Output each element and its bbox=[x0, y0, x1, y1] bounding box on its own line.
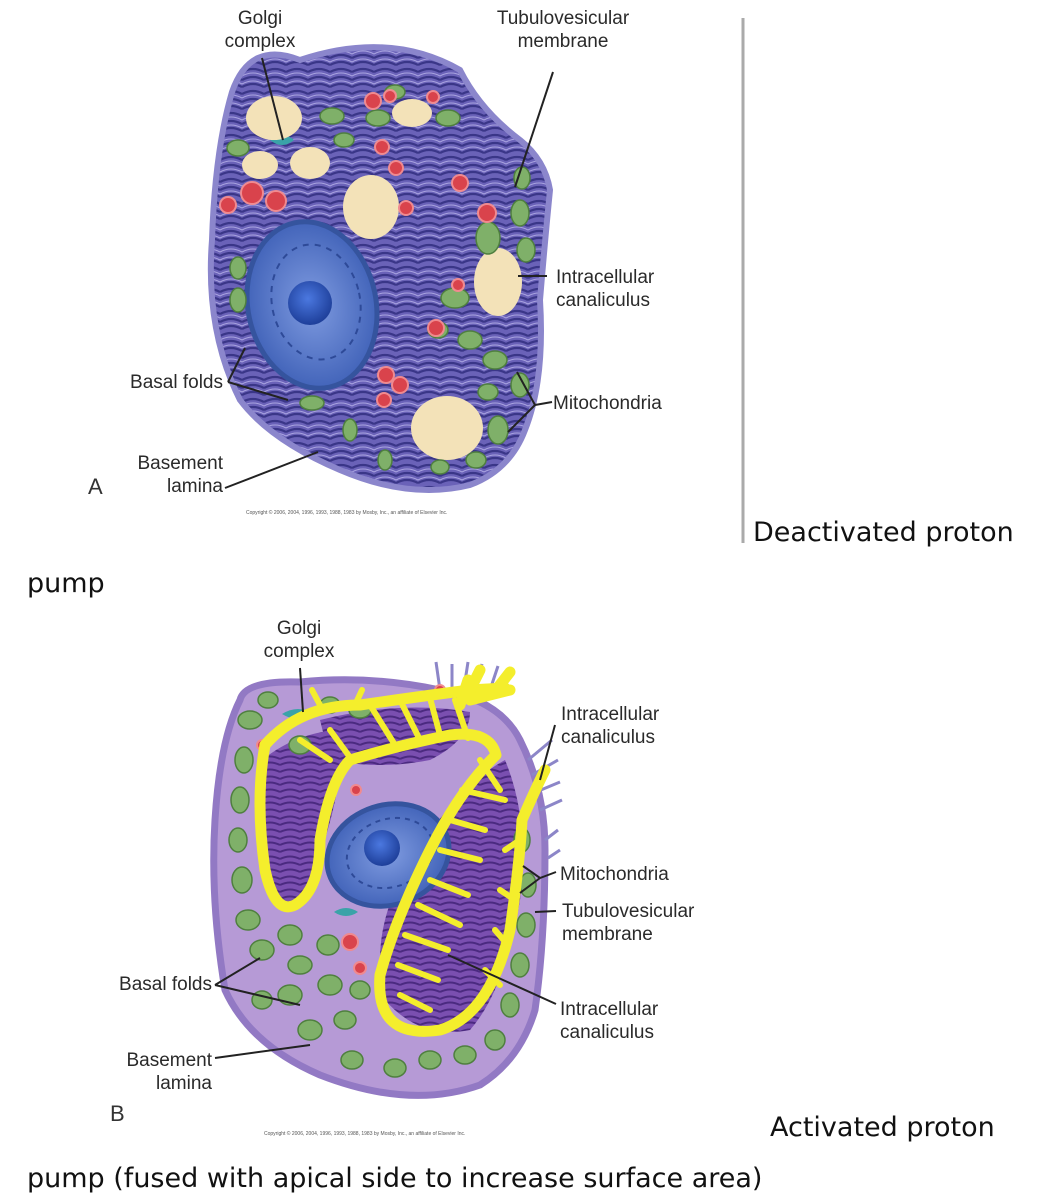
label-tubulo-a: Tubulovesicular membrane bbox=[478, 7, 648, 53]
panel-letter-a: A bbox=[88, 474, 103, 499]
label-golgi-a-line1: Golgi bbox=[237, 8, 283, 29]
label-mitochondria-a: Mitochondria bbox=[553, 393, 662, 414]
label-canaliculus-b-top-line1: Intracellular bbox=[561, 704, 660, 725]
label-tubulo-b-line2: membrane bbox=[562, 924, 653, 945]
canaliculus-region-top bbox=[320, 707, 470, 765]
label-basement-a-line1: Basement bbox=[137, 453, 223, 474]
canaliculus-a4 bbox=[343, 175, 399, 239]
label-golgi-b: Golgi complex bbox=[244, 617, 354, 663]
label-tubulo-b: Tubulovesicular membrane bbox=[562, 900, 732, 946]
label-canaliculus-b-top: Intracellular canaliculus bbox=[561, 703, 711, 749]
canaliculus-a5 bbox=[392, 99, 432, 127]
nucleolus-a bbox=[288, 281, 332, 325]
label-canaliculus-b-bottom: Intracellular canaliculus bbox=[560, 998, 710, 1044]
vesicles-a-group bbox=[219, 89, 497, 408]
label-canaliculus-a: Intracellular canaliculus bbox=[556, 266, 706, 312]
label-basement-b-line1: Basement bbox=[126, 1050, 212, 1071]
label-golgi-b-line2: complex bbox=[263, 641, 335, 662]
caption-a-line2: pump bbox=[27, 568, 105, 599]
leader-lines-a bbox=[224, 57, 554, 489]
label-basement-a: Basement lamina bbox=[90, 452, 223, 498]
canaliculus-a7 bbox=[411, 396, 483, 460]
nucleus-a-inner bbox=[270, 243, 362, 361]
canaliculus-a6 bbox=[474, 248, 522, 316]
label-canaliculus-b-top-line2: canaliculus bbox=[561, 727, 655, 748]
label-tubulo-b-line1: Tubulovesicular bbox=[562, 901, 695, 922]
canaliculus-a1 bbox=[246, 96, 302, 140]
leader-lines-b bbox=[214, 667, 557, 1059]
label-basal-folds-a: Basal folds bbox=[130, 372, 223, 393]
caption-a-line1: Deactivated proton bbox=[753, 517, 1014, 548]
canaliculus-a2 bbox=[242, 151, 278, 179]
label-golgi-b-line1: Golgi bbox=[276, 618, 322, 639]
caption-b-line1: Activated proton bbox=[770, 1112, 995, 1143]
label-basement-b-line2: lamina bbox=[156, 1073, 212, 1094]
label-basement-a-line2: lamina bbox=[167, 476, 223, 497]
label-mitochondria-b: Mitochondria bbox=[560, 864, 669, 885]
canaliculus-a3 bbox=[290, 147, 330, 179]
canaliculus-region-left bbox=[262, 730, 345, 902]
canaliculus-highlight-branches bbox=[297, 687, 523, 1013]
canaliculus-highlight bbox=[254, 664, 551, 1037]
label-tubulo-a-line2: membrane bbox=[517, 31, 609, 52]
cell-b-illustration bbox=[210, 661, 563, 1099]
label-golgi-a: Golgi complex bbox=[205, 7, 315, 53]
copyright-a: Copyright © 2006, 2004, 1996, 1993, 1988… bbox=[246, 510, 448, 516]
label-golgi-a-line2: complex bbox=[224, 31, 296, 52]
label-basement-b: Basement lamina bbox=[80, 1049, 212, 1095]
label-tubulo-a-line1: Tubulovesicular bbox=[496, 8, 630, 29]
golgi-b2 bbox=[334, 908, 358, 916]
label-canaliculus-a-line2: canaliculus bbox=[556, 290, 650, 311]
label-canaliculus-b-bottom-line2: canaliculus bbox=[560, 1022, 654, 1043]
label-basal-folds-b: Basal folds bbox=[119, 974, 212, 995]
copyright-b: Copyright © 2006, 2004, 1996, 1993, 1988… bbox=[264, 1131, 466, 1137]
cell-a-illustration bbox=[207, 44, 554, 493]
panel-letter-b: B bbox=[110, 1101, 125, 1126]
nucleolus-b bbox=[364, 830, 400, 866]
label-canaliculus-b-bottom-line1: Intracellular bbox=[560, 999, 659, 1020]
mitochondria-b-group bbox=[228, 691, 537, 1078]
caption-b-line2: pump (fused with apical side to increase… bbox=[27, 1163, 763, 1194]
label-canaliculus-a-line1: Intracellular bbox=[556, 267, 655, 288]
